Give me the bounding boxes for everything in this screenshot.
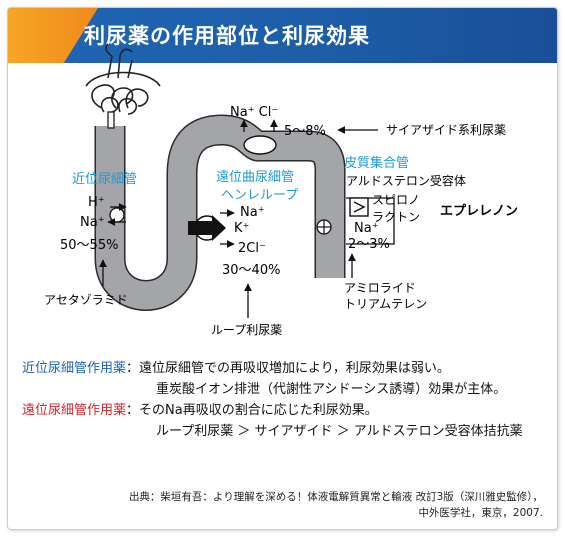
header-bar: 利尿薬の作用部位と利尿効果 (8, 8, 557, 63)
source-citation: 出典：柴垣有吾：より理解を深める！体液電解質異常と輸液 改訂3版（深川雅史監修）… (103, 489, 543, 521)
note-line-4: ループ利尿薬 ＞ サイアザイド ＞ アルドステロン受容体拮抗薬 (156, 424, 523, 439)
proximal-rate: 50～55% (60, 238, 118, 253)
proximal-tubule-label: 近位尿細管 (72, 172, 137, 187)
loop-ion-cl: 2Cl⁻ (238, 241, 266, 256)
proximal-ion-na: Na⁺ (80, 215, 105, 230)
distal-ions: Na⁺ Cl⁻ (230, 105, 278, 120)
source-line-2: 中外医学社，東京，2007. (418, 507, 543, 519)
proximal-ion-h: H⁺ (88, 195, 105, 210)
triamterene-label: トリアムテレン (344, 297, 427, 311)
distal-drug-label: 遠位尿細管作用薬 (22, 403, 127, 418)
loop-ion-na: Na⁺ (240, 205, 265, 220)
proximal-drug-label: 近位尿細管作用薬 (22, 361, 127, 376)
glomerulus (85, 43, 161, 115)
figure-card: 利尿薬の作用部位と利尿効果 近位尿細管 H⁺ Na⁺ 50～55% (7, 7, 558, 530)
eplerenone-label: エプレレノン (440, 204, 518, 219)
loop-rate: 30～40% (222, 263, 280, 278)
summary-notes: 近位尿細管作用薬：遠位尿細管での再吸収増加により，利尿効果は弱い。 重炭酸イオン… (22, 358, 552, 442)
spironolactone-label-1: スピロノ (372, 193, 420, 207)
amiloride-label: アミロライド (344, 281, 416, 295)
distal-drug-text: ：そのNa再吸収の割合に応じた利尿効果。 (126, 403, 378, 418)
note-line-2: 重炭酸イオン排泄（代謝性アシドーシス誘導）効果が主体。 (156, 382, 507, 397)
aldosterone-receptor-label: アルドステロン受容体 (346, 173, 466, 188)
source-line-1: 出典：柴垣有吾：より理解を深める！体液電解質異常と輸液 改訂3版（深川雅史監修）… (128, 491, 543, 503)
acetazolamide-label: アセタゾラミド (44, 293, 128, 307)
spironolactone-label-2: ラクトン (372, 210, 420, 224)
proximal-transporter-icon (109, 207, 125, 223)
distal-tubule-label: 遠位曲尿細管 (216, 170, 294, 185)
proximal-drug-text: ：遠位尿細管での再吸収増加により，利尿効果は弱い。 (126, 361, 450, 376)
thiazide-transporter-icon (243, 135, 277, 155)
figure-title: 利尿薬の作用部位と利尿効果 (84, 24, 370, 48)
collecting-ion-na: Na⁺ (354, 221, 379, 236)
thiazide-label: サイアザイド系利尿薬 (386, 123, 506, 137)
distal-rate: 5～8% (284, 124, 326, 139)
note-line-1: 近位尿細管作用薬：遠位尿細管での再吸収増加により，利尿効果は弱い。 (22, 358, 552, 379)
note-line-3: 遠位尿細管作用薬：そのNa再吸収の割合に応じた利尿効果。 (22, 400, 552, 421)
collecting-rate: 2～3% (348, 237, 390, 252)
capsule-neck (107, 111, 115, 129)
henle-loop-label: ヘンレループ (221, 188, 298, 203)
loop-arrow-icon (188, 215, 226, 241)
loop-diuretic-label: ループ利尿薬 (211, 323, 282, 337)
receptor-bracket (346, 197, 395, 245)
collecting-duct-label: 皮質集合管 (344, 155, 409, 171)
loop-ion-k: K⁺ (234, 221, 249, 236)
nephron-diagram: 近位尿細管 H⁺ Na⁺ 50～55% アセタゾラミド 遠位曲尿細管 ヘンレルー… (44, 43, 518, 337)
